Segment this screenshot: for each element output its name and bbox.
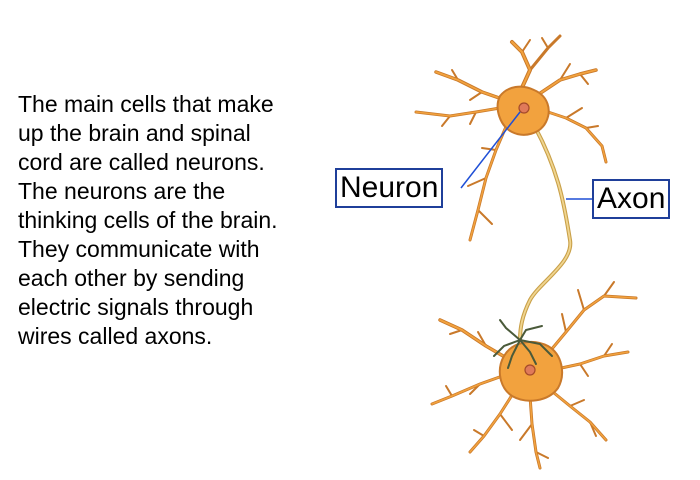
description-line: The main cells that make — [18, 91, 274, 117]
neuron-pointer-line — [460, 111, 521, 189]
axon-highlight — [519, 117, 572, 341]
upper-neuron-dendrite-fill — [415, 41, 607, 241]
description-line: up the brain and spinal — [18, 120, 251, 146]
description-paragraph: The main cells that make up the brain an… — [18, 90, 348, 351]
axon-terminals — [493, 319, 553, 369]
description-line: thinking cells of the brain. — [18, 207, 278, 233]
upper-neuron-nucleus — [518, 102, 530, 114]
description-line: The neurons are the — [18, 178, 226, 204]
lower-neuron-nucleus — [524, 364, 536, 376]
axon-label: Axon — [592, 179, 671, 219]
description-line: each other by sending — [18, 265, 245, 291]
description-line: cord are called neurons. — [18, 149, 265, 175]
description-line: They communicate with — [18, 236, 260, 262]
description-line: electric signals through — [18, 294, 254, 320]
upper-neuron-dendrites — [414, 34, 608, 242]
description-line: wires called axons. — [18, 323, 213, 349]
neuron-label: Neuron — [335, 168, 444, 208]
